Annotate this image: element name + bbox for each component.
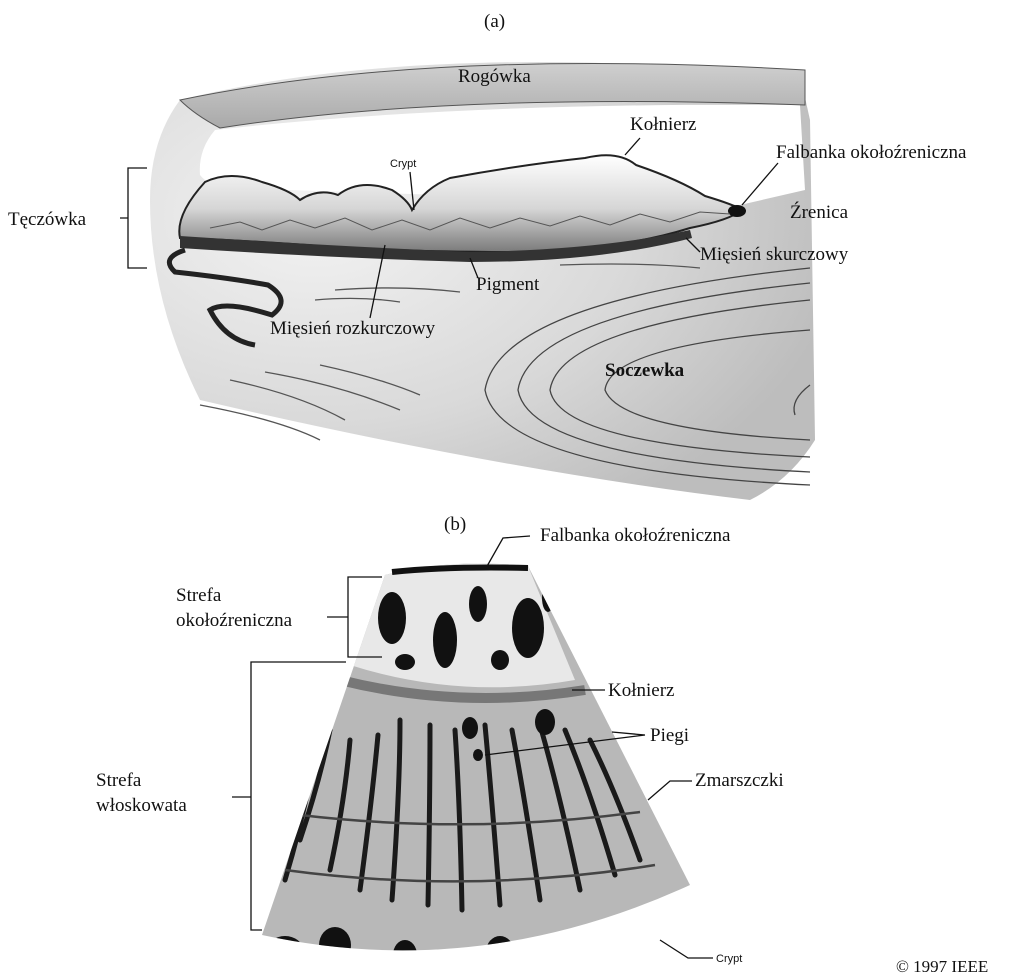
- iris-label: Tęczówka: [8, 209, 87, 230]
- sphincter-label: Mięsień skurczowy: [700, 244, 849, 265]
- pupillary-frill-label-b: Falbanka okołoźreniczna: [540, 525, 731, 546]
- pupil-label: Źrenica: [790, 201, 849, 223]
- furrows-label: Zmarszczki: [695, 770, 784, 791]
- copyright-text: © 1997 IEEE: [896, 957, 988, 976]
- panel-a-eye-cross-section: (a) Rogówka: [8, 11, 967, 500]
- lens-label: Soczewka: [605, 360, 685, 381]
- iris-bracket: [120, 168, 147, 268]
- panel-b-iris-surface: (b): [96, 514, 784, 976]
- pupillary-zone-label-2: okołoźreniczna: [176, 610, 293, 631]
- pupillary-frill-leader-b: [486, 536, 530, 568]
- furrows-leader: [648, 781, 692, 800]
- iris-sector: [250, 550, 710, 976]
- crypt-leader-b: [660, 940, 713, 958]
- ciliary-zone-label-2: włoskowata: [96, 795, 187, 816]
- pupillary-frill-blob: [728, 205, 746, 217]
- pupillary-frill-label-a: Falbanka okołoźreniczna: [776, 142, 967, 163]
- collarette-label-a: Kołnierz: [630, 114, 696, 135]
- dilator-label: Mięsień rozkurczowy: [270, 318, 436, 339]
- freckles-label: Piegi: [650, 725, 689, 746]
- pupillary-zone-label-1: Strefa: [176, 585, 222, 606]
- crypt-label-b: Crypt: [716, 953, 742, 965]
- ciliary-zone-label-1: Strefa: [96, 770, 142, 791]
- collarette-label-b: Kołnierz: [608, 680, 674, 701]
- panel-a-caption: (a): [484, 11, 505, 32]
- pigment-label: Pigment: [476, 274, 540, 295]
- cornea-label: Rogówka: [458, 66, 531, 87]
- crypt-label-a: Crypt: [390, 158, 416, 170]
- panel-b-caption: (b): [444, 514, 466, 535]
